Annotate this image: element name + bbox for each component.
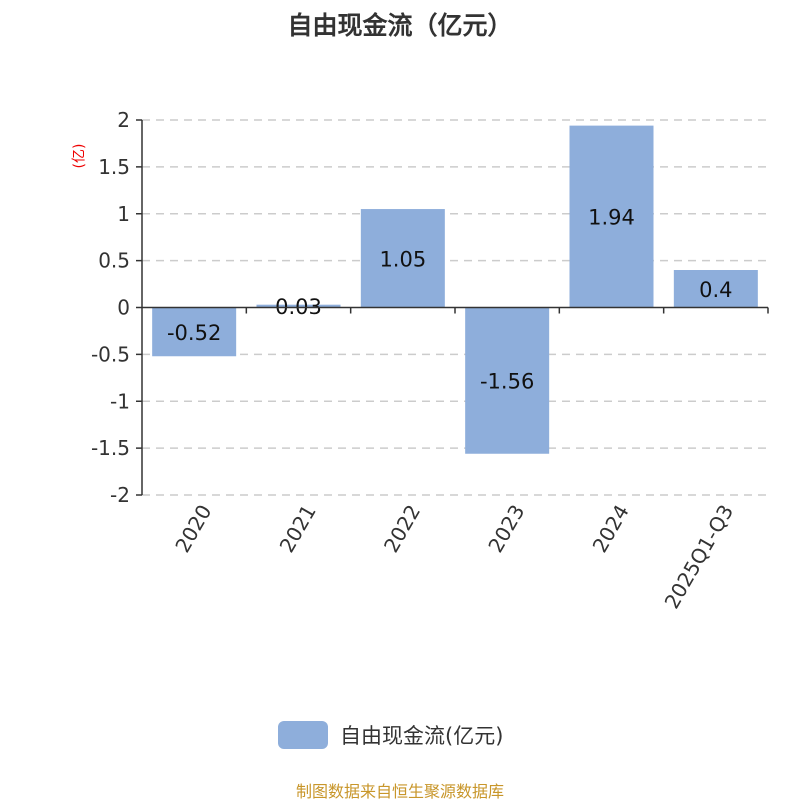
chart-title: 自由现金流（亿元） bbox=[287, 11, 513, 40]
x-tick-label: 2023 bbox=[483, 501, 529, 557]
legend-swatch bbox=[278, 721, 328, 749]
bar-2021 bbox=[256, 304, 341, 308]
bar-2022 bbox=[360, 209, 445, 308]
y-tick-label: 2 bbox=[117, 108, 130, 132]
data-label: 1.94 bbox=[588, 206, 635, 230]
x-tick-label: 2021 bbox=[275, 501, 321, 557]
y-tick-label: 0 bbox=[117, 296, 130, 320]
data-label: -1.56 bbox=[480, 370, 534, 394]
y-tick-label: -0.5 bbox=[91, 342, 130, 366]
data-label: 0.4 bbox=[699, 278, 732, 302]
y-tick-label: 0.5 bbox=[98, 249, 130, 273]
y-tick-label: -2 bbox=[110, 483, 130, 507]
y-tick-label: -1 bbox=[110, 389, 130, 413]
legend-label: 自由现金流(亿元) bbox=[340, 724, 504, 748]
bar-2024 bbox=[569, 125, 654, 308]
legend[interactable]: 自由现金流(亿元) bbox=[278, 720, 503, 750]
x-tick-label: 2025Q1-Q3 bbox=[659, 501, 738, 613]
source-note: 制图数据来自恒生聚源数据库 bbox=[295, 782, 504, 801]
data-label: 1.05 bbox=[379, 247, 426, 271]
x-tick-label: 2024 bbox=[588, 501, 634, 557]
x-tick-label: 2022 bbox=[379, 501, 425, 557]
bar-2020 bbox=[152, 307, 237, 357]
bar-2023 bbox=[465, 307, 550, 454]
y-tick-label: 1.5 bbox=[98, 155, 130, 179]
y-tick-label: 1 bbox=[117, 202, 130, 226]
x-tick-label: 2020 bbox=[170, 501, 216, 557]
bar-2025Q1-Q3 bbox=[673, 270, 758, 308]
data-label: -0.52 bbox=[167, 321, 221, 345]
y-tick-label: -1.5 bbox=[91, 436, 130, 460]
